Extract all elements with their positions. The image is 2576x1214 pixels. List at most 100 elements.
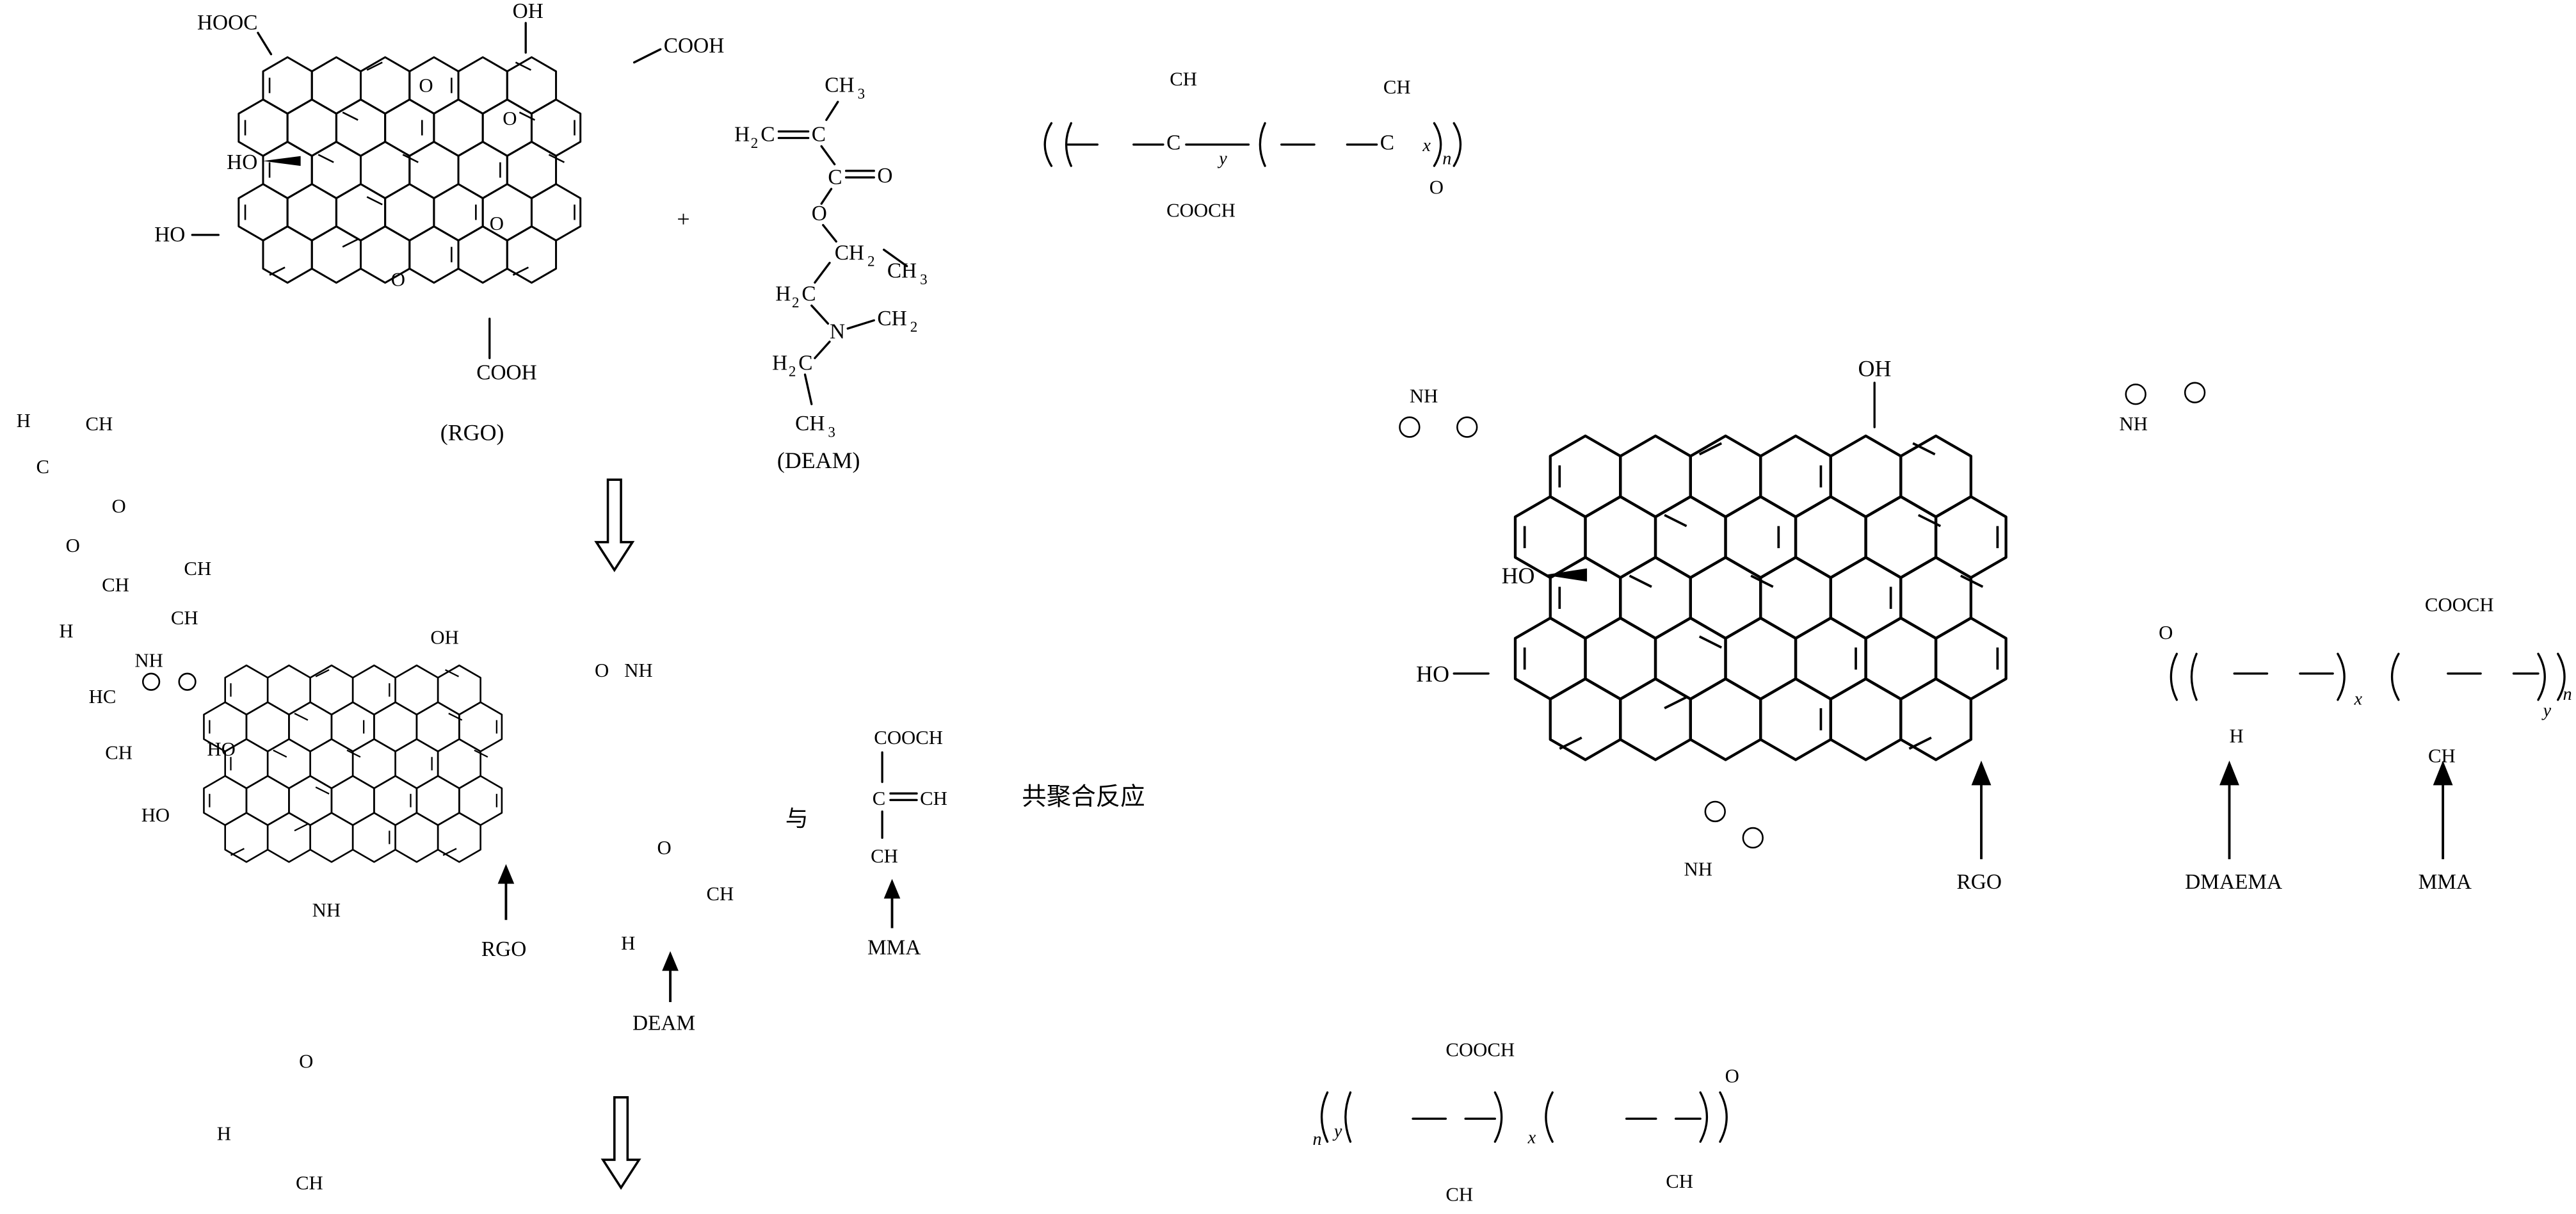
- svg-text:HO: HO: [141, 804, 170, 826]
- svg-text:HO: HO: [1502, 563, 1535, 588]
- svg-text:HC: HC: [89, 686, 117, 708]
- svg-text:CH: CH: [877, 307, 906, 330]
- svg-text:CH: CH: [920, 788, 947, 809]
- dmaema-label-product: DMAEMA: [2185, 870, 2282, 894]
- rgo-cooh-bottom-label: COOH: [476, 361, 536, 385]
- svg-text:CH: CH: [707, 883, 734, 905]
- svg-text:y: y: [1217, 149, 1227, 169]
- rgo-reactant: HOOC OH COOH HO HO COOH O O O O (RGO): [154, 0, 724, 446]
- svg-text:2: 2: [751, 134, 759, 151]
- step1-arrow: [595, 478, 634, 572]
- epoxy-o-3: O: [490, 213, 504, 234]
- svg-text:HO: HO: [1416, 661, 1449, 687]
- svg-text:CH: CH: [296, 1172, 323, 1194]
- svg-text:H: H: [17, 410, 31, 432]
- svg-text:OH: OH: [430, 627, 458, 649]
- svg-text:CH: CH: [1170, 68, 1197, 90]
- svg-text:H: H: [59, 620, 73, 642]
- svg-text:NH: NH: [312, 900, 341, 921]
- svg-text:CH: CH: [2428, 745, 2456, 766]
- rgo-caption: (RGO): [440, 420, 504, 446]
- svg-text:2: 2: [910, 318, 918, 335]
- svg-text:CH: CH: [171, 607, 198, 629]
- svg-text:x: x: [2354, 690, 2363, 709]
- svg-text:C: C: [828, 165, 842, 189]
- svg-text:CH: CH: [825, 74, 854, 97]
- plus-sign: +: [677, 206, 689, 232]
- svg-text:HO: HO: [207, 738, 235, 760]
- svg-text:CH: CH: [85, 413, 113, 435]
- svg-text:COOCH: COOCH: [874, 727, 943, 749]
- svg-text:CH: CH: [1383, 76, 1411, 98]
- svg-text:CH: CH: [102, 574, 129, 596]
- svg-text:H: H: [621, 932, 635, 954]
- rgo-ho-left-label: HO: [154, 223, 185, 247]
- svg-text:O: O: [1429, 177, 1444, 198]
- deam-label-intermediate: DEAM: [632, 1012, 695, 1035]
- product-assembly: O H HO HO CH C COOCH y C CH x n O NH NH N…: [1043, 68, 2572, 1206]
- svg-text:NH: NH: [1410, 385, 1438, 407]
- svg-text:CH: CH: [795, 412, 825, 435]
- svg-text:NH: NH: [134, 650, 163, 672]
- svg-text:H: H: [217, 1123, 231, 1145]
- svg-text:y: y: [1332, 1121, 1342, 1141]
- mma-label-intermediate: MMA: [867, 936, 921, 960]
- svg-text:CH: CH: [1666, 1170, 1693, 1192]
- svg-text:O: O: [877, 164, 892, 188]
- svg-text:2: 2: [867, 253, 875, 270]
- rgo-ho-mid-label: HO: [227, 150, 257, 174]
- svg-text:O: O: [112, 495, 126, 517]
- svg-text:H: H: [2230, 725, 2244, 747]
- svg-text:2: 2: [789, 363, 796, 380]
- svg-text:C: C: [1166, 131, 1180, 154]
- svg-text:C: C: [801, 282, 816, 306]
- svg-text:CH: CH: [887, 259, 917, 283]
- rgo-cooh-right-label: COOH: [664, 34, 724, 58]
- right-polymer-chain: COOCH CH H O x y n: [2159, 594, 2572, 766]
- svg-text:n: n: [1442, 149, 1451, 169]
- svg-text:C: C: [873, 788, 886, 809]
- rgo-label-product: RGO: [1956, 870, 2001, 894]
- svg-text:C: C: [1380, 131, 1394, 154]
- rgo-label-intermediate: RGO: [481, 937, 526, 961]
- top-polymer-chain: CH C COOCH y C CH x n O: [1043, 68, 1462, 222]
- svg-text:CH: CH: [835, 241, 864, 264]
- svg-text:n: n: [1312, 1129, 1321, 1149]
- mma-monomer: COOCH C CH CH MMA: [867, 727, 947, 959]
- svg-text:H: H: [775, 282, 791, 306]
- svg-text:x: x: [1422, 136, 1431, 156]
- svg-text:CH: CH: [184, 558, 211, 579]
- svg-text:O: O: [66, 535, 80, 556]
- mma-label-product: MMA: [2419, 870, 2472, 894]
- svg-text:H: H: [772, 351, 787, 375]
- step2-arrow: [602, 1096, 641, 1189]
- svg-text:n: n: [2563, 684, 2572, 704]
- svg-text:NH: NH: [1684, 858, 1712, 880]
- svg-text:y: y: [2541, 701, 2552, 721]
- svg-text:NH: NH: [624, 660, 652, 681]
- deam-caption: (DEAM): [777, 448, 860, 473]
- svg-text:x: x: [1527, 1128, 1536, 1148]
- svg-text:COOCH: COOCH: [1445, 1039, 1515, 1061]
- svg-text:CH: CH: [105, 741, 133, 763]
- svg-text:O: O: [657, 837, 672, 859]
- epoxy-o-1: O: [419, 75, 433, 97]
- svg-text:COOCH: COOCH: [1166, 200, 1236, 222]
- svg-text:O: O: [812, 202, 827, 225]
- svg-text:C: C: [812, 123, 826, 147]
- svg-text:CH: CH: [1445, 1183, 1473, 1205]
- svg-text:COOCH: COOCH: [2425, 594, 2494, 615]
- svg-text:O: O: [299, 1051, 313, 1072]
- conjunction-text: 与: [785, 806, 809, 832]
- svg-text:H: H: [734, 123, 750, 147]
- svg-text:O: O: [595, 660, 609, 681]
- intermediate-assembly: H C CH O O CH H NH CH CH HC CH O NH HO H…: [17, 410, 809, 1194]
- svg-text:C: C: [798, 351, 812, 375]
- svg-text:3: 3: [828, 423, 835, 440]
- bottom-polymer-chain: COOCH CH CH O y x n: [1312, 1039, 1739, 1206]
- epoxy-o-2: O: [503, 108, 517, 129]
- svg-text:NH: NH: [2120, 413, 2148, 435]
- rgo-oh-top-label: OH: [513, 0, 543, 23]
- svg-text:3: 3: [858, 85, 865, 102]
